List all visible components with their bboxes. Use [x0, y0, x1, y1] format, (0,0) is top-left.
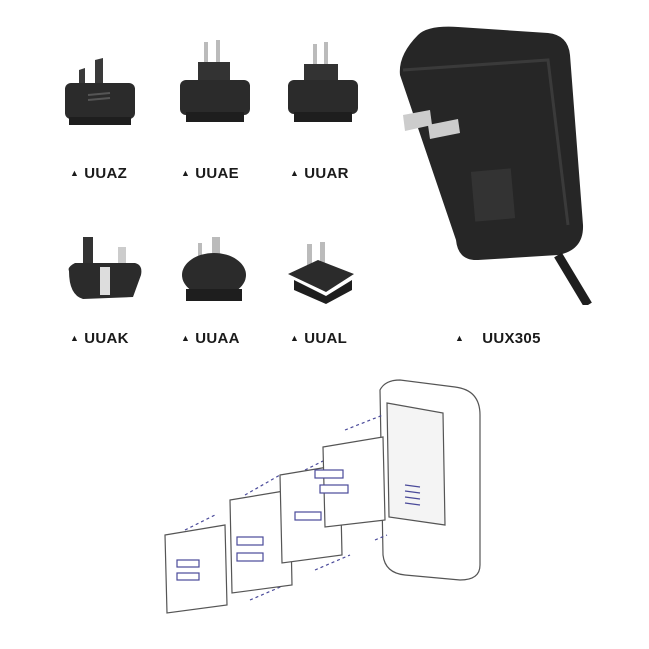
model-label-uuaa: ▲ UUAA [181, 330, 240, 347]
power-supply-uux305-image [398, 25, 598, 305]
model-name: UUAK [84, 330, 129, 347]
model-label-uuaz: ▲ UUAZ [70, 165, 127, 182]
model-label-uuar: ▲ UUAR [290, 165, 349, 182]
triangle-marker-icon: ▲ [455, 333, 465, 343]
model-name: UUAA [195, 330, 240, 347]
plug-uuar-image [284, 42, 364, 127]
triangle-marker-icon: ▲ [70, 168, 80, 178]
plug-uuae-image [176, 40, 256, 128]
model-name: UUAZ [84, 165, 128, 182]
triangle-marker-icon: ▲ [181, 333, 191, 343]
model-label-uuae: ▲ UUAE [181, 165, 239, 182]
model-name: UUX305 [482, 330, 541, 347]
assembly-diagram [155, 375, 500, 620]
plug-uuak-image [65, 235, 145, 307]
model-name: UUAR [304, 165, 349, 182]
model-label-uuak: ▲ UUAK [70, 330, 129, 347]
triangle-marker-icon: ▲ [290, 168, 300, 178]
plug-uual-image [282, 240, 362, 308]
plug-uuaz-image [55, 55, 145, 130]
model-label-uux305: ▲ UUX305 [455, 330, 541, 347]
triangle-marker-icon: ▲ [290, 333, 300, 343]
model-label-uual: ▲ UUAL [290, 330, 347, 347]
triangle-marker-icon: ▲ [181, 168, 191, 178]
model-name: UUAE [195, 165, 239, 182]
triangle-marker-icon: ▲ [70, 333, 80, 343]
plug-uuaa-image [176, 235, 256, 307]
model-name: UUAL [304, 330, 348, 347]
